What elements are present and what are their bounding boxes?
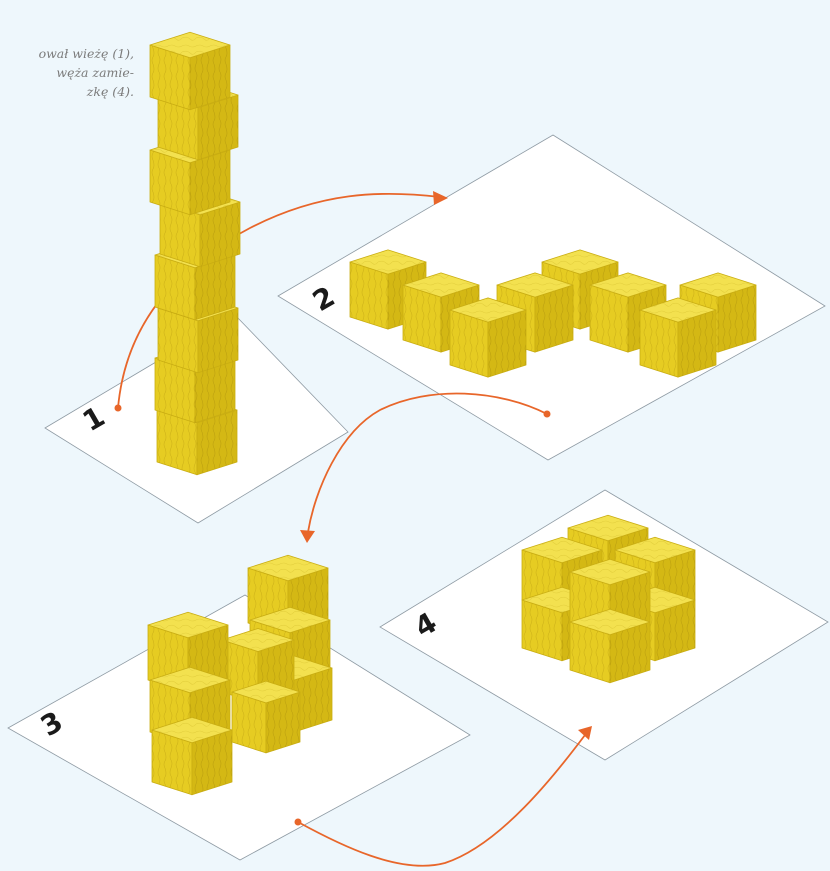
caption-line-2: węża zamie- (0, 63, 134, 82)
snake-cube (450, 298, 526, 377)
tower-cube (150, 32, 230, 110)
caption-line-3: zkę (4). (0, 82, 134, 101)
stack-cube (152, 717, 232, 795)
caption-box: ował wieżę (1), węża zamie- zkę (4). (0, 44, 134, 114)
block-cube (570, 609, 650, 683)
caption-line-1: ował wieżę (1), (0, 44, 134, 63)
snake-cube (640, 298, 716, 377)
stack-cube (232, 681, 300, 753)
